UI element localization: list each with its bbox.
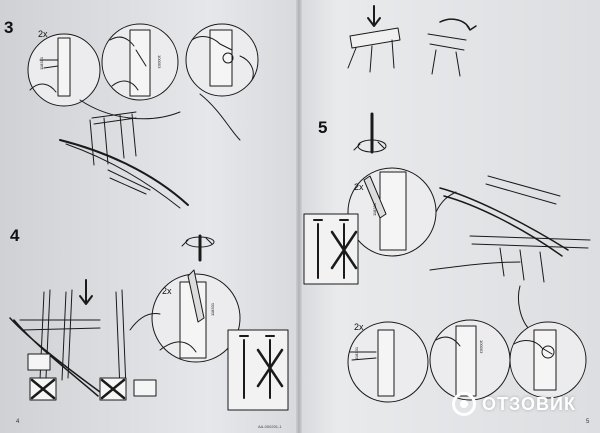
step4-screwdriver-rotate: [181, 234, 215, 262]
step3-leader-lines: [79, 93, 241, 141]
watermark-text: ОТЗОВИК: [482, 393, 576, 414]
otzovik-watermark: ОТЗОВИК: [452, 392, 576, 416]
otzovik-logo-icon: [452, 392, 476, 416]
step3-chair-frame: [59, 111, 189, 209]
booklet-spine: [296, 0, 302, 433]
document-code: AA-000201-1: [258, 424, 282, 429]
step-number-3: 3: [4, 18, 14, 37]
step5-detail-circle-c: [509, 321, 587, 399]
svg-text:118331: 118331: [372, 202, 377, 216]
step5-detail-circle-a: 118331: [347, 321, 429, 403]
quantity-label-step4: 2x: [162, 286, 172, 296]
svg-text:118331: 118331: [39, 56, 44, 70]
svg-text:118331: 118331: [354, 346, 359, 360]
step4-surface-warning-1: [27, 353, 57, 401]
step3-detail-circle-3: [185, 23, 259, 97]
svg-text:100003: 100003: [157, 55, 162, 69]
page-number-right: 5: [586, 419, 590, 425]
step4-down-arrow: [79, 279, 93, 305]
svg-text:100003: 100003: [479, 340, 484, 354]
step5-screw-panel: [303, 213, 359, 285]
step5-leader-line-2: [517, 285, 531, 331]
step5-chair-frame: [429, 175, 591, 283]
wrong-screw-cross: [256, 348, 284, 388]
step5-leader-line: [435, 191, 457, 213]
step4-chair-frame: [9, 279, 127, 397]
step5-screwdriver-rotate: [353, 112, 387, 154]
step-number-4: 4: [10, 226, 20, 245]
svg-text:118331: 118331: [210, 302, 215, 316]
step3-detail-circle-1: 118331: [27, 33, 101, 107]
step4-detail-circle: 118331: [151, 269, 241, 363]
flip-chair-illustration: [347, 5, 477, 77]
quantity-label-step5-b: 2x: [354, 322, 364, 332]
step-number-5: 5: [318, 118, 328, 137]
step3-detail-circle-2: 100003: [101, 23, 179, 101]
step5-detail-circle-b: 100003: [429, 319, 511, 401]
page-number-left: 4: [16, 419, 20, 425]
quantity-label-step5-a: 2x: [354, 182, 364, 192]
step4-surface-warning-2: [99, 377, 157, 401]
step4-screw-panel: [227, 329, 289, 411]
step5-detail-circle: 118331: [347, 167, 437, 257]
step4-leader-line: [129, 313, 161, 331]
quantity-label-step3: 2x: [38, 29, 48, 39]
